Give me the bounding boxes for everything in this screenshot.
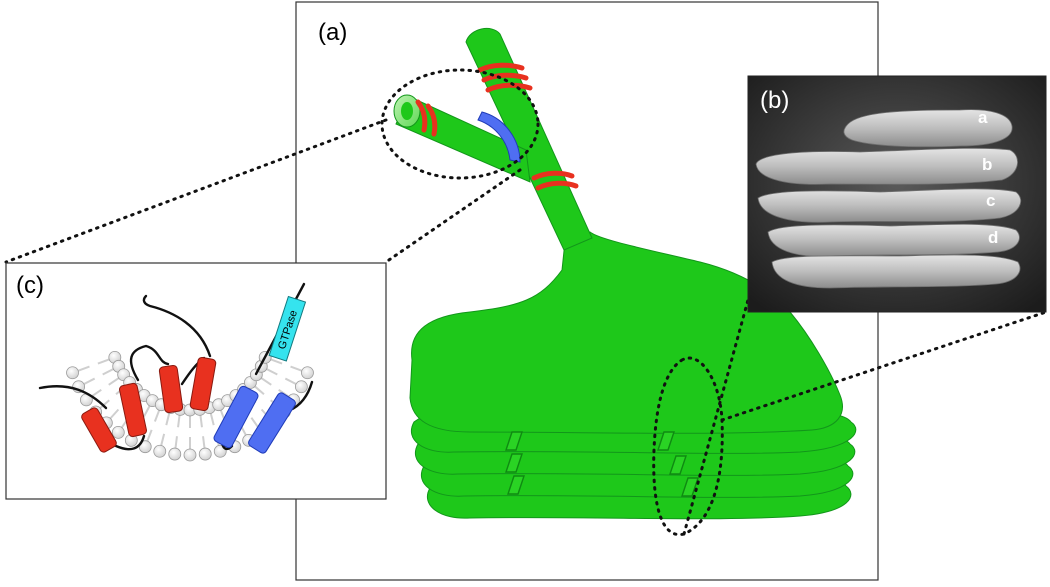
cisterna-1	[409, 231, 843, 434]
stack-label-b: b	[982, 155, 992, 174]
panel-b-label: (b)	[760, 87, 789, 114]
panel-c-label: (c)	[16, 272, 44, 299]
lipid-head	[111, 425, 125, 439]
snare-band	[477, 62, 525, 73]
tomo-cisterna-a	[843, 109, 1013, 148]
snare-band	[531, 170, 575, 181]
blue-helix	[213, 385, 259, 449]
zoom-connectors	[4, 118, 1048, 536]
snare-band	[485, 82, 533, 93]
stack-label-a: a	[978, 108, 988, 127]
tomography-labels: a b c d	[978, 108, 998, 247]
snare-band	[415, 99, 428, 133]
tomo-cisterna-d	[767, 223, 1020, 257]
panel-a-label: (a)	[318, 19, 347, 46]
snare-band	[481, 72, 529, 83]
golgi-stack	[409, 231, 857, 520]
cisterna-fenestrations	[505, 431, 699, 497]
stack-label-c: c	[986, 191, 995, 210]
lipid-head	[153, 444, 167, 458]
zoom-region-c	[380, 68, 540, 180]
stack-label-d: d	[988, 228, 998, 247]
snare-band	[535, 180, 579, 191]
snare-bands	[415, 62, 579, 191]
blue-helix	[248, 392, 296, 454]
tomo-cisterna-e	[771, 254, 1021, 289]
transmembrane-proteins: GTPase	[38, 282, 314, 454]
tomo-cisterna-c	[757, 188, 1022, 223]
red-helix	[189, 356, 217, 412]
lipid-head	[198, 447, 212, 461]
golgi-tubule	[393, 27, 593, 251]
lipid-head	[301, 366, 314, 380]
red-helix	[158, 364, 184, 414]
tomography-stack	[755, 109, 1022, 289]
tomo-cisterna-b	[755, 147, 1018, 185]
red-helix	[119, 382, 147, 438]
red-helix	[81, 407, 117, 453]
lipid-head	[168, 447, 182, 461]
lipid-head	[294, 380, 308, 394]
snare-band	[425, 103, 438, 137]
lipid-head	[66, 366, 79, 380]
lipid-head	[183, 448, 197, 462]
